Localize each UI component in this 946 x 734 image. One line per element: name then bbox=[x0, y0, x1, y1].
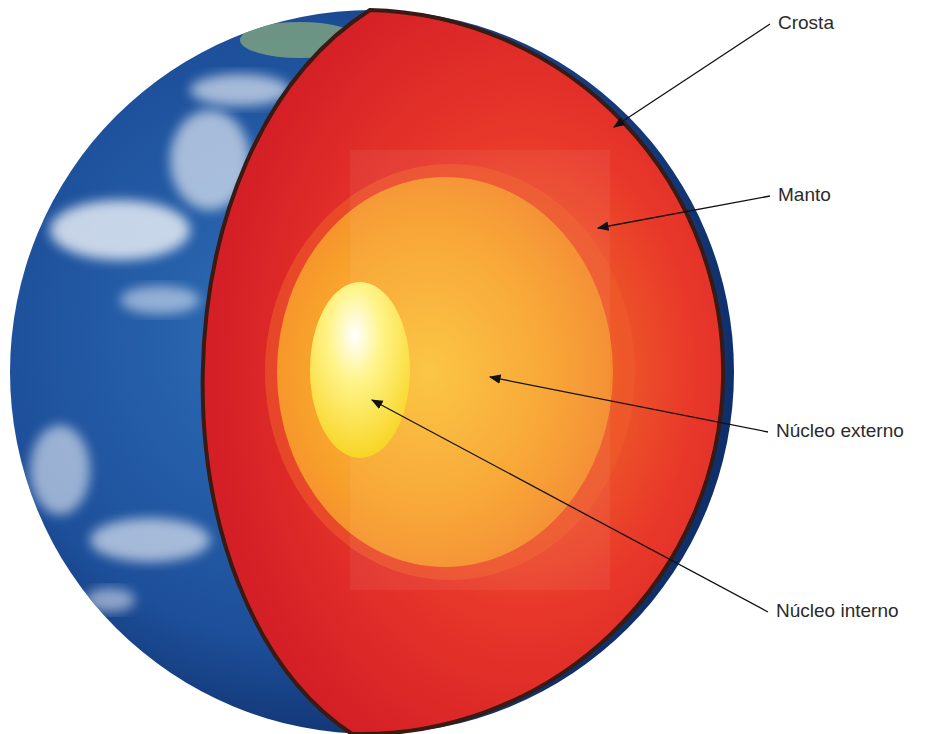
part-label: Núcleo interno bbox=[776, 600, 899, 623]
earth-cutaway bbox=[203, 10, 723, 734]
globe bbox=[10, 10, 734, 734]
part-label: Crosta bbox=[778, 12, 834, 35]
leader-lines bbox=[372, 24, 770, 612]
part-label: Núcleo externo bbox=[776, 420, 904, 443]
part-label: Manto bbox=[778, 184, 831, 207]
